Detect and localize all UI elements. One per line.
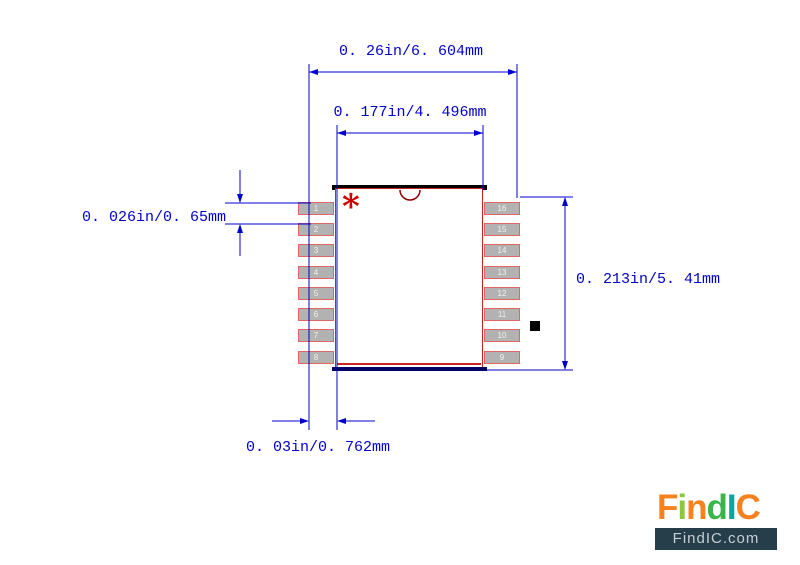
arrowheads <box>237 194 243 233</box>
overall-width-label: 0. 26in/6. 604mm <box>338 43 484 60</box>
pad-number: 11 <box>497 310 507 319</box>
pad-right-16: 16 <box>484 202 520 215</box>
pad-number: 9 <box>499 353 505 362</box>
pin-pitch-label: 0. 026in/0. 65mm <box>82 209 227 226</box>
body-width-label: 0. 177in/4. 496mm <box>333 104 487 121</box>
pad-left-7: 7 <box>298 329 334 342</box>
findic-logo: F i n d I C FindIC.com <box>655 490 777 550</box>
pad-right-10: 10 <box>484 329 520 342</box>
pad-number: 13 <box>497 268 507 277</box>
pad-number: 5 <box>313 289 319 298</box>
pad-right-11: 11 <box>484 308 520 321</box>
pad-left-8: 8 <box>298 351 334 364</box>
arrowheads <box>562 197 568 370</box>
pad-right-14: 14 <box>484 244 520 257</box>
pad-left-4: 4 <box>298 266 334 279</box>
pad-number: 7 <box>313 331 319 340</box>
logo-letter: d <box>706 488 728 527</box>
logo-letter: I <box>726 488 737 527</box>
arrowheads <box>337 130 483 136</box>
pad-right-9: 9 <box>484 351 520 364</box>
pad-number: 14 <box>497 246 507 255</box>
pad-right-15: 15 <box>484 223 520 236</box>
pad-number: 1 <box>313 204 319 213</box>
pad-number: 10 <box>497 331 507 340</box>
pad-number: 8 <box>313 353 319 362</box>
pad-number: 2 <box>313 225 319 234</box>
silkscreen-bottom-bar <box>332 367 487 371</box>
findic-site-label: FindIC.com <box>655 528 777 550</box>
pad-left-6: 6 <box>298 308 334 321</box>
pad-left-1: 1 <box>298 202 334 215</box>
pad-left-3: 3 <box>298 244 334 257</box>
pad-number: 15 <box>497 225 507 234</box>
logo-letter: i <box>677 488 687 527</box>
pad-number: 3 <box>313 246 319 255</box>
orientation-square <box>530 321 540 331</box>
pad-number: 6 <box>313 310 319 319</box>
arrowheads <box>309 69 517 75</box>
logo-letter: F <box>657 488 678 527</box>
pad-number: 4 <box>313 268 319 277</box>
pad-width-label: 0. 03in/0. 762mm <box>245 439 391 456</box>
pad-left-2: 2 <box>298 223 334 236</box>
pad-number: 12 <box>497 289 507 298</box>
pad-right-12: 12 <box>484 287 520 300</box>
findic-logo-wordmark: F i n d I C <box>655 490 777 525</box>
pad-right-13: 13 <box>484 266 520 279</box>
overall-height-label: 0. 213in/5. 41mm <box>576 271 721 288</box>
pin1-asterisk-marker: * <box>342 187 360 227</box>
pad-number: 16 <box>497 204 507 213</box>
arrowheads <box>300 418 346 424</box>
logo-letter: C <box>735 488 761 527</box>
logo-letter: n <box>686 488 707 527</box>
pad-left-5: 5 <box>298 287 334 300</box>
courtyard-bottom-line <box>337 363 481 365</box>
pad-width-dimension-lines <box>272 418 375 424</box>
